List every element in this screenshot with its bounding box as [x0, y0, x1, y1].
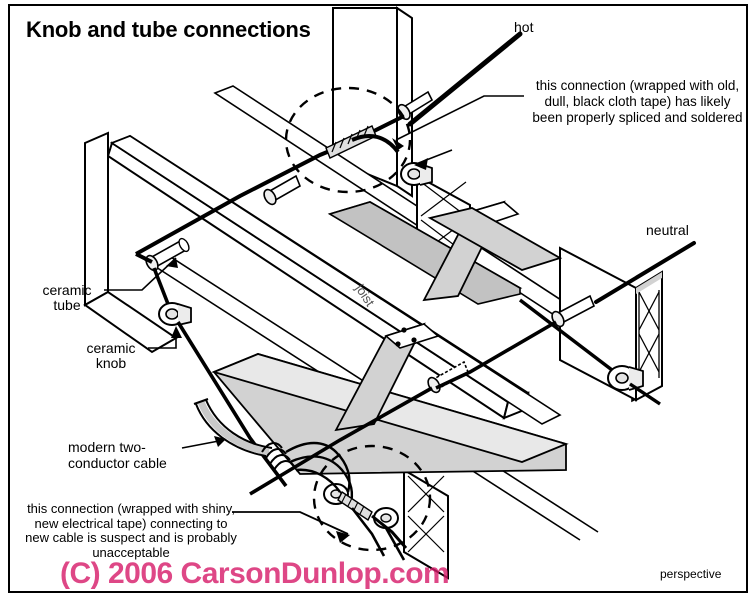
neutral-wire-right-run — [518, 298, 661, 406]
leader-lines — [104, 95, 524, 543]
modern-two-conductor-cable — [193, 398, 354, 507]
ceramic-tube-mid — [263, 174, 302, 206]
ceramic-knob-bottom-b — [373, 507, 399, 529]
label-ceramic-tube: ceramic tube — [42, 282, 92, 314]
figure-title: Knob and tube connections — [26, 17, 311, 42]
joist-left-wall — [83, 131, 178, 354]
joist-bottom-end — [403, 468, 449, 580]
label-neutral: neutral — [646, 222, 689, 238]
label-hot: hot — [514, 19, 534, 35]
label-perspective-view: perspective — [660, 567, 722, 581]
joist-right-end — [559, 246, 663, 402]
annotation-good-splice: this connection (wrapped with old, dull,… — [532, 78, 743, 125]
highlight-circle-good-splice — [284, 86, 412, 194]
highlight-circle-bad-splice — [312, 444, 432, 552]
label-modern-cable: modern two- conductor cable — [68, 439, 167, 471]
tape-wrap-coil — [261, 442, 295, 471]
hot-conductor — [135, 31, 523, 256]
suspect-splice — [337, 490, 408, 561]
ceramic-knob-left — [158, 302, 192, 326]
annotation-suspect-splice: this connection (wrapped with shiny, new… — [25, 501, 237, 561]
neutral-conductor — [249, 241, 696, 496]
joist-board-a — [110, 135, 562, 425]
ceramic-knob-upper — [400, 162, 433, 186]
cross-bridging-upper — [327, 200, 563, 305]
label-ceramic-knob: ceramic knob — [86, 340, 136, 372]
